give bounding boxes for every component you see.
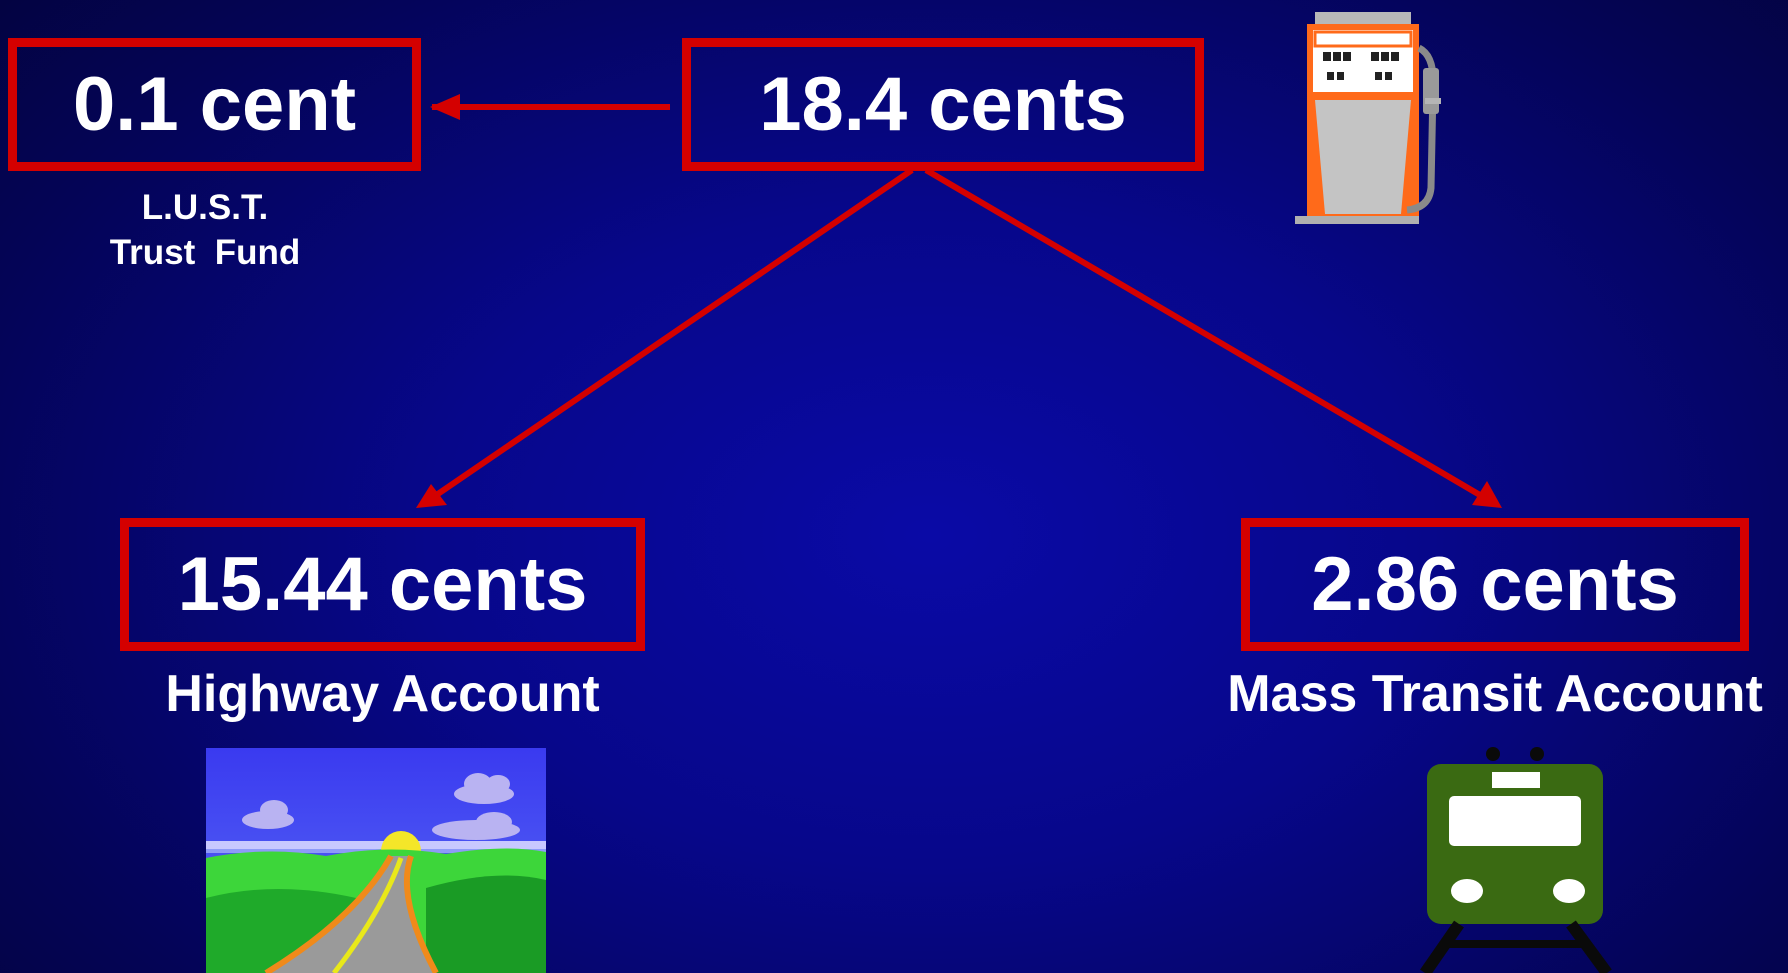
transit-label: Mass Transit Account bbox=[1227, 665, 1763, 723]
highway-label: Highway Account bbox=[165, 665, 600, 723]
transit-value: 2.86 cents bbox=[1311, 542, 1679, 627]
arrow-to-transit-head bbox=[1472, 481, 1502, 508]
transit-box: 2.86 cents bbox=[1241, 518, 1749, 651]
lust-label-line2: Trust Fund bbox=[109, 233, 301, 272]
total-box: 18.4 cents bbox=[682, 38, 1204, 171]
arrow-to-highway-head bbox=[416, 484, 447, 508]
arrow-to-highway bbox=[430, 167, 914, 501]
arrow-to-transit bbox=[924, 167, 1487, 501]
lust-label: L.U.S.T. Trust Fund bbox=[60, 185, 350, 275]
lust-box: 0.1 cent bbox=[8, 38, 421, 171]
train-icon bbox=[1420, 747, 1612, 973]
highway-road-icon bbox=[206, 748, 546, 973]
highway-value: 15.44 cents bbox=[177, 542, 588, 627]
gas-pump-icon bbox=[1295, 12, 1441, 224]
lust-value: 0.1 cent bbox=[72, 62, 357, 147]
total-value: 18.4 cents bbox=[759, 62, 1127, 147]
highway-box: 15.44 cents bbox=[120, 518, 645, 651]
lust-label-line1: L.U.S.T. bbox=[141, 188, 269, 227]
arrow-to-lust-head bbox=[430, 94, 460, 120]
